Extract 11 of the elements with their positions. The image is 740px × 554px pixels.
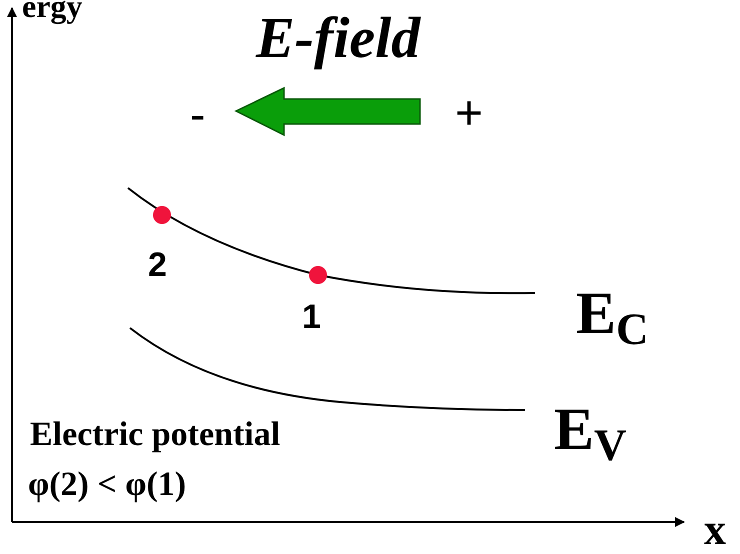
axis-label: ergy [22, 0, 82, 26]
title: E-field [256, 4, 420, 72]
note-text: φ(2) < φ(1) [28, 465, 186, 505]
axis-label: x [704, 504, 726, 554]
polarity-sign: + [455, 86, 484, 142]
band-label: E$_{C}$ [576, 279, 649, 351]
point-label: 1 [302, 297, 321, 338]
band-label: E$_{V}$ [554, 395, 627, 467]
point-label: 2 [148, 245, 167, 286]
note-text: Electric potential [30, 415, 280, 455]
polarity-sign: - [190, 87, 206, 142]
